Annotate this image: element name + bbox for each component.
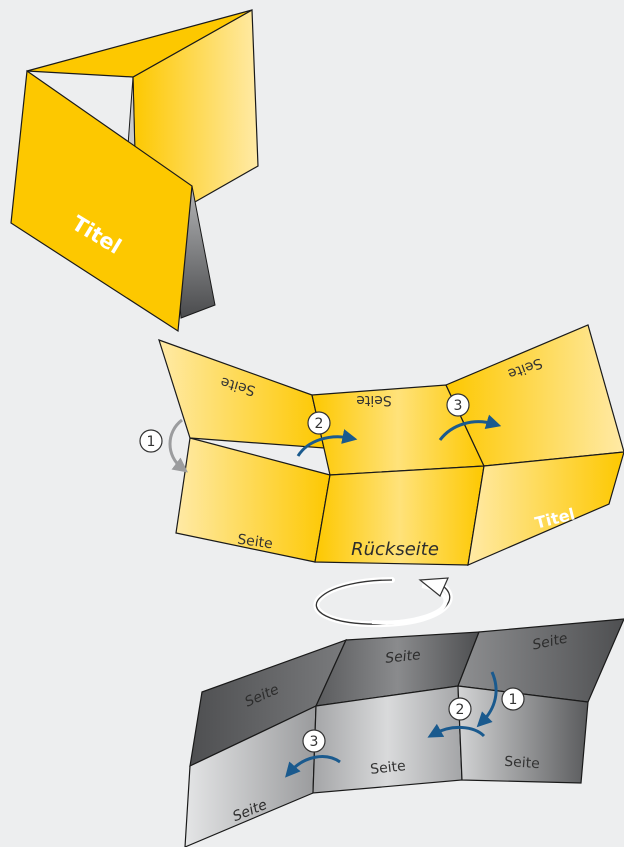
back-lower-label-right: Seite	[504, 754, 541, 772]
back-fold-arrow-1	[476, 671, 498, 728]
back-step-number-2: 2	[456, 702, 465, 718]
back-step-circle-1	[501, 687, 525, 711]
front-step-number-3: 3	[454, 398, 463, 414]
back-step-number-3: 3	[310, 734, 319, 750]
back-fold-arrow-3	[285, 755, 341, 778]
front-lower-label-middle: Rückseite	[351, 539, 439, 560]
front-upper-label-middle: Seite	[356, 392, 392, 408]
front-fold-arrow-2	[296, 429, 358, 457]
front-lower-label-left: Seite	[236, 532, 273, 553]
rotate-arrow-icon	[313, 577, 453, 628]
front-step-circle-3	[446, 393, 470, 417]
front-fold-arrow-1	[168, 418, 188, 473]
front-view: Seite Seite Seite Seite Rückseite Titel …	[139, 324, 624, 566]
back-upper-label-right: Seite	[531, 630, 569, 653]
back-lower-label-middle: Seite	[370, 758, 407, 778]
front-fold-arrow-3	[438, 414, 502, 441]
top-folder: Titel	[10, 8, 259, 333]
folder-front-cover	[10, 69, 193, 333]
back-step-number-1: 1	[509, 692, 518, 708]
front-lower-panel-right	[467, 451, 624, 566]
front-step-circle-1	[139, 429, 163, 453]
back-fold-arrow-2	[427, 723, 486, 738]
folder-back-left-panel	[26, 9, 253, 78]
back-step-circle-3	[302, 729, 326, 753]
back-step-circle-2	[448, 697, 472, 721]
back-upper-label-middle: Seite	[385, 647, 422, 667]
front-step-number-1: 1	[147, 434, 156, 450]
front-step-circle-2	[307, 411, 331, 435]
back-view: Seite Seite Seite Seite Seite Seite 1 2 …	[184, 618, 624, 847]
front-upper-panel-right	[445, 324, 624, 467]
front-step-number-2: 2	[315, 416, 324, 432]
